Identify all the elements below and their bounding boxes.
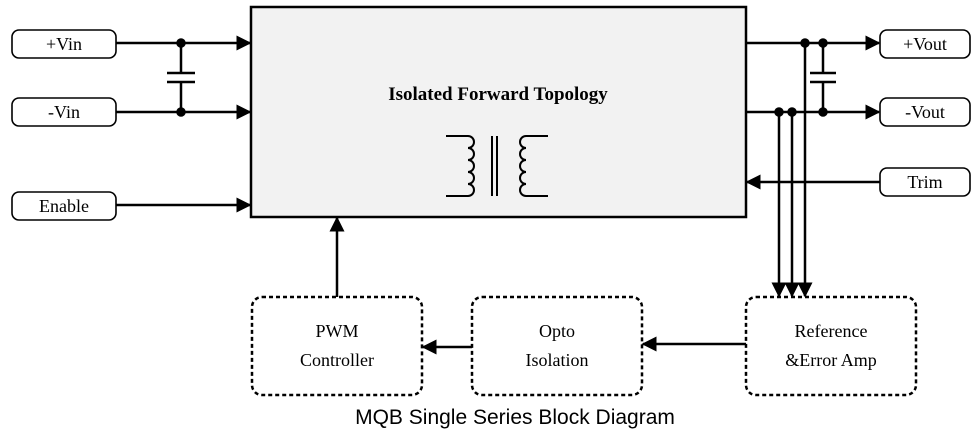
terminal-vout-neg-label: -Vout	[905, 102, 945, 122]
opto-isolation-line2: Isolation	[526, 350, 589, 370]
terminal-enable: Enable	[11, 191, 117, 221]
terminal-enable-label: Enable	[39, 196, 89, 216]
reference-error-amp-line1: Reference	[795, 321, 868, 341]
terminal-vin-neg: -Vin	[11, 97, 117, 127]
output-capacitor-icon	[810, 38, 836, 117]
diagram-caption: MQB Single Series Block Diagram	[355, 406, 675, 429]
pwm-controller-line1: PWM	[315, 321, 358, 341]
terminal-trim: Trim	[879, 167, 971, 197]
terminal-vin-pos: +Vin	[11, 29, 117, 59]
main-block-title: Isolated Forward Topology	[388, 84, 608, 105]
terminal-vout-neg: -Vout	[879, 97, 971, 127]
opto-isolation-line1: Opto	[539, 321, 575, 341]
input-capacitor-icon	[167, 38, 195, 117]
sense-wires	[771, 38, 813, 298]
reference-error-amp-block: Reference &Error Amp	[744, 295, 918, 397]
transformer-icon	[446, 135, 548, 197]
terminal-vin-neg-label: -Vin	[48, 102, 80, 122]
terminal-vout-pos-label: +Vout	[903, 34, 947, 54]
reference-error-amp-line2: &Error Amp	[785, 350, 877, 370]
pwm-controller-line2: Controller	[300, 350, 374, 370]
pwm-controller-block: PWM Controller	[250, 295, 424, 397]
opto-isolation-block: Opto Isolation	[470, 295, 644, 397]
terminal-trim-label: Trim	[907, 172, 942, 192]
terminal-vin-pos-label: +Vin	[46, 34, 82, 54]
main-block	[249, 5, 748, 219]
terminal-vout-pos: +Vout	[879, 29, 971, 59]
